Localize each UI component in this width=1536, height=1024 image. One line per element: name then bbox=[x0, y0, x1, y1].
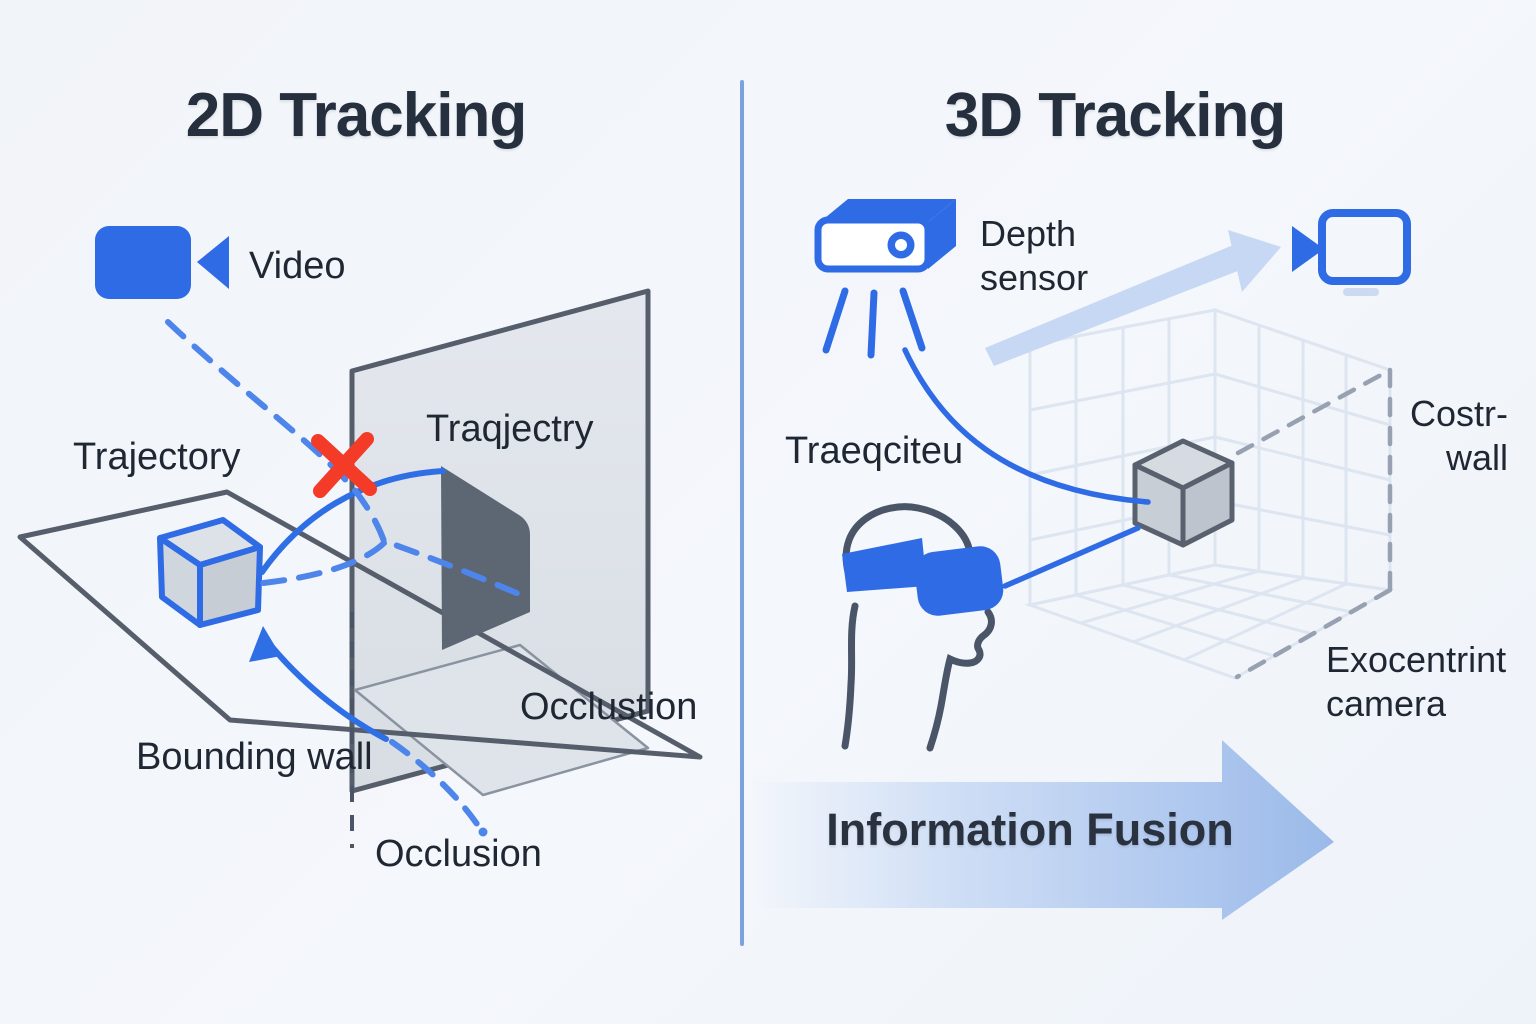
cost-wall-label-line1: Costr- bbox=[1410, 393, 1508, 434]
right-scene bbox=[753, 199, 1411, 920]
bounding-wall-label: Bounding wall bbox=[136, 736, 373, 778]
occlusion-path-label: Occlusion bbox=[375, 833, 542, 875]
trajectory-label-right: Traeqciteu bbox=[785, 430, 964, 472]
video-label: Video bbox=[249, 245, 346, 287]
left-scene bbox=[17, 226, 703, 848]
egocentric-camera-label-line2: camera bbox=[1326, 682, 1447, 724]
cost-wall-label-line2: wall bbox=[1445, 436, 1508, 478]
camera-ray-dashed bbox=[165, 319, 531, 601]
tracked-cube bbox=[157, 517, 263, 628]
volume-cube bbox=[1132, 438, 1235, 548]
occluded-trajectory-dashed bbox=[389, 739, 480, 827]
depth-sensor-label-line2: sensor bbox=[980, 256, 1089, 298]
depth-ray-curve bbox=[902, 347, 1151, 505]
vr-headset-head-icon bbox=[841, 503, 1004, 752]
occlusion-wall bbox=[441, 466, 530, 650]
egocentric-camera-label-line1: Exocentrint bbox=[1326, 639, 1507, 680]
trajectory-arrowhead bbox=[249, 626, 281, 662]
floor-shadow bbox=[353, 643, 650, 797]
wall-trajectory-label: Traqjectry bbox=[426, 408, 594, 450]
trajectory-dashed-to-cube bbox=[250, 540, 387, 587]
video-camera-icon bbox=[95, 226, 229, 299]
cost-volume-dashed-edges bbox=[1234, 367, 1393, 680]
depth-sensor-label-line1: Depth bbox=[980, 213, 1077, 254]
information-fusion-label: Information Fusion bbox=[826, 804, 1234, 855]
information-fusion-arrow bbox=[753, 740, 1334, 920]
depth-sensor-icon bbox=[814, 199, 956, 359]
camera-icon bbox=[1292, 209, 1411, 296]
cost-wall-label: Costr-wall bbox=[1330, 392, 1508, 480]
right-title: 3D Tracking bbox=[944, 81, 1286, 150]
panel-divider bbox=[740, 80, 744, 946]
occlusion-wall-label: Occlustion bbox=[520, 686, 698, 728]
headset-ray-line bbox=[1002, 525, 1141, 589]
red-x-icon bbox=[311, 432, 377, 498]
ground-plane bbox=[17, 489, 703, 760]
trajectory-arc bbox=[259, 468, 446, 575]
left-title: 2D Tracking bbox=[185, 81, 527, 150]
trajectory-label-left: Trajectory bbox=[73, 436, 241, 478]
view-direction-arrow bbox=[985, 230, 1281, 366]
trajectory-end-dot bbox=[478, 827, 488, 837]
